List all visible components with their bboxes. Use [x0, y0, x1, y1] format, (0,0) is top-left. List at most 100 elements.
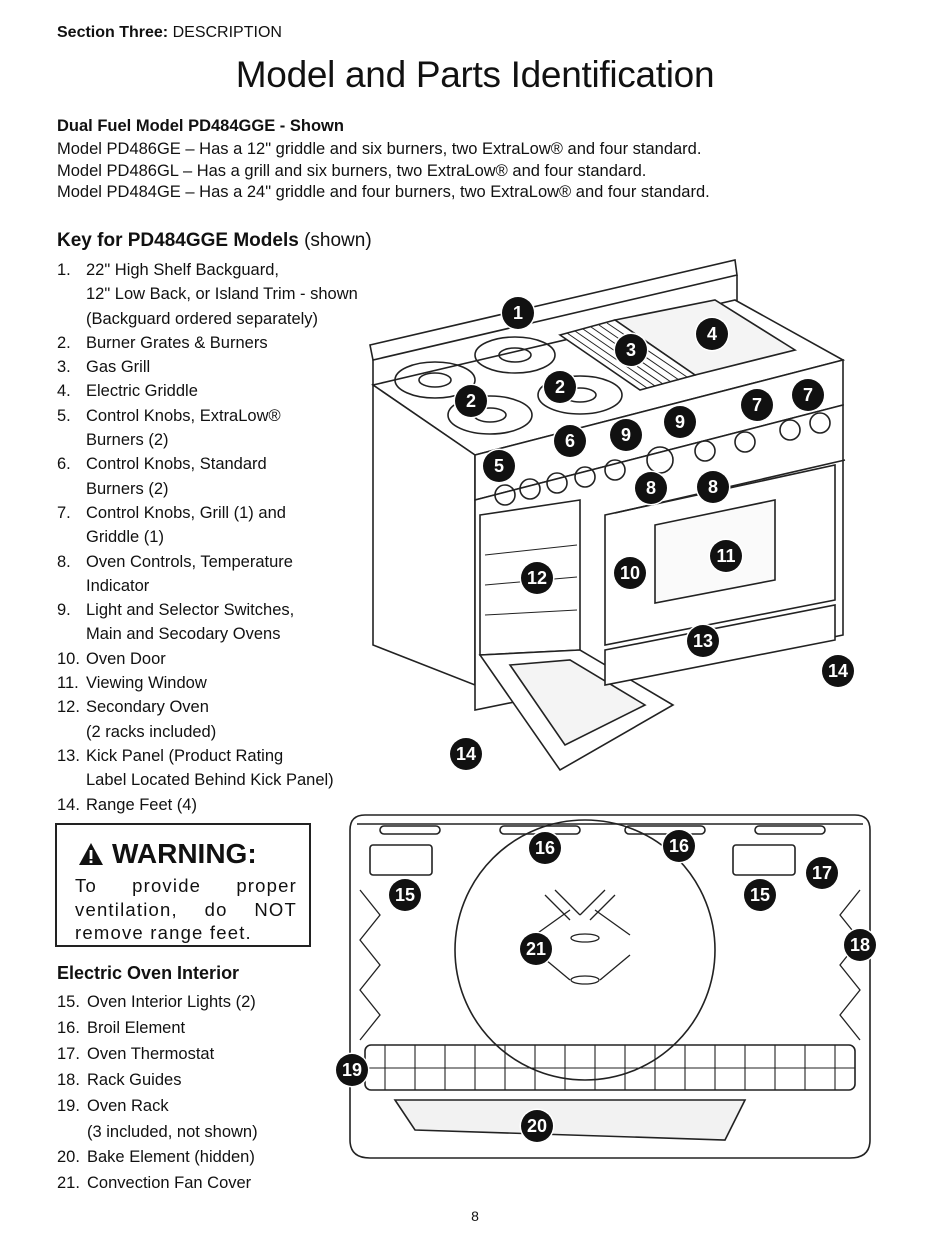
callout-marker: 11	[710, 540, 742, 572]
list-item-text: (3 included, not shown)	[87, 1122, 258, 1141]
list-item-number: 21.	[57, 1174, 80, 1193]
list-item-number: 2.	[57, 333, 71, 352]
key-heading: Key for PD484GGE Models (shown)	[57, 230, 372, 252]
list-item-number: 18.	[57, 1070, 80, 1089]
list-item-text: Control Knobs, Standard	[86, 455, 267, 474]
callout-marker: 7	[792, 379, 824, 411]
list-item-number: 13.	[57, 746, 80, 765]
callout-marker: 4	[696, 318, 728, 350]
interior-heading: Electric Oven Interior	[57, 963, 240, 983]
list-item-text: Burner Grates & Burners	[86, 333, 268, 352]
list-item-number: 4.	[57, 382, 71, 401]
warning-triangle-icon	[79, 843, 103, 865]
list-item: 15. Oven Interior Lights (2)	[57, 990, 258, 1016]
callout-marker: 6	[554, 425, 586, 457]
callout-marker: 9	[664, 406, 696, 438]
warning-text: To provide proper ventilation, do NOT re…	[75, 874, 297, 945]
callout-marker: 3	[615, 334, 647, 366]
callout-marker: 15	[389, 879, 421, 911]
list-item-text: Burners (2)	[86, 431, 169, 450]
warning-line: remove range feet.	[75, 922, 252, 943]
section-label: Section Three:	[57, 24, 169, 41]
model-line: Model PD486GE – Has a 12" griddle and si…	[57, 140, 702, 158]
list-item-text: Kick Panel (Product Rating	[86, 746, 284, 765]
model-line: Model PD484GE – Has a 24" griddle and fo…	[57, 183, 710, 201]
list-item-text: Rack Guides	[87, 1070, 182, 1089]
list-item-number: 20.	[57, 1148, 80, 1167]
list-item-number: 19.	[57, 1096, 80, 1115]
section-header: Section Three: DESCRIPTION	[57, 24, 282, 42]
list-item-number: 3.	[57, 358, 71, 377]
list-item-text: Burners (2)	[86, 479, 169, 498]
list-item-text: Secondary Oven	[86, 698, 209, 717]
callout-marker: 8	[697, 471, 729, 503]
callout-marker: 12	[521, 562, 553, 594]
callout-marker: 7	[741, 389, 773, 421]
list-item-text: 12" Low Back, or Island Trim - shown	[86, 285, 358, 304]
list-item-text: Control Knobs, ExtraLow®	[86, 406, 281, 425]
callout-marker: 13	[687, 625, 719, 657]
key-list: 1. 22" High Shelf Backguard, 12" Low Back,…	[57, 258, 358, 817]
list-item: 1. 22" High Shelf Backguard, 12" Low Back,…	[57, 258, 358, 331]
list-item-number: 12.	[57, 698, 80, 717]
list-item: 20. Bake Element (hidden)	[57, 1145, 258, 1171]
list-item-text: 22" High Shelf Backguard,	[86, 261, 279, 279]
key-heading-bold: Key for PD484GGE Models	[57, 230, 299, 251]
callout-marker: 20	[521, 1110, 553, 1142]
list-item: 18. Rack Guides	[57, 1068, 258, 1094]
list-item: 17. Oven Thermostat	[57, 1042, 258, 1068]
model-shown-line: Dual Fuel Model PD484GGE - Shown	[57, 117, 344, 135]
list-item-text: Indicator	[86, 576, 150, 595]
callout-marker: 5	[483, 450, 515, 482]
warning-line: To provide proper	[75, 875, 297, 896]
callout-marker: 18	[844, 929, 876, 961]
list-item-text: (2 racks included)	[86, 722, 217, 741]
callout-marker: 1	[502, 297, 534, 329]
list-item-number: 15.	[57, 993, 80, 1011]
list-item-text: Control Knobs, Grill (1) and	[86, 503, 286, 522]
callout-marker: 10	[614, 557, 646, 589]
model-line: Model PD486GL – Has a grill and six burn…	[57, 161, 647, 180]
list-item-text: Electric Griddle	[86, 382, 198, 401]
list-item: 12. Secondary Oven (2 racks included)	[57, 695, 358, 744]
list-item-text: Gas Grill	[86, 358, 151, 377]
list-item: 16.Broil Element	[57, 1016, 258, 1042]
callout-marker: 8	[635, 472, 667, 504]
list-item-number: 6.	[57, 455, 71, 474]
list-item-number: 9.	[57, 601, 71, 620]
list-item-text: Main and Secodary Ovens	[86, 625, 281, 644]
list-item: 9. Light and Selector Switches, Main and S…	[57, 598, 358, 647]
section-name: DESCRIPTION	[172, 24, 282, 41]
list-item: 14. Range Feet (4)	[57, 793, 358, 817]
list-item-text: Oven Thermostat	[87, 1044, 215, 1063]
list-item: 5. Control Knobs, ExtraLow® Burners (2)	[57, 404, 358, 453]
model-list: Model PD486GE – Has a 12" griddle and si…	[57, 139, 710, 204]
list-item-text: Oven Rack	[87, 1096, 169, 1115]
callout-marker: 21	[520, 933, 552, 965]
list-item-text: (Backguard ordered separately)	[86, 309, 319, 328]
warning-line: ventilation, do NOT	[75, 898, 297, 920]
list-item-text: Range Feet (4)	[86, 795, 197, 814]
list-item-text: Bake Element (hidden)	[87, 1148, 255, 1167]
list-item-text: Viewing Window	[86, 674, 207, 693]
list-item-number: 7.	[57, 503, 71, 522]
list-item-text: Light and Selector Switches,	[86, 601, 295, 620]
list-item-number: 5.	[57, 406, 71, 425]
list-item-number: 10.	[57, 649, 80, 668]
list-item-number: 14.	[57, 795, 80, 814]
oven-interior-illustration	[349, 814, 871, 1159]
list-item-text: Oven Controls, Temperature	[86, 552, 293, 571]
callout-marker: 19	[336, 1054, 368, 1086]
callout-marker: 9	[610, 419, 642, 451]
list-item-number: 1.	[57, 261, 71, 279]
list-item: 21.Convection Fan Cover	[57, 1171, 258, 1197]
callout-marker: 2	[455, 385, 487, 417]
list-item-text: Oven Interior Lights (2)	[87, 993, 256, 1011]
list-item-text: Oven Door	[86, 649, 166, 668]
interior-list: 15. Oven Interior Lights (2) 16.Broil Elem…	[57, 990, 258, 1197]
page-number: 8	[471, 1208, 479, 1224]
warning-title: WARNING:	[112, 838, 257, 869]
list-item-number: 17.	[57, 1044, 80, 1063]
